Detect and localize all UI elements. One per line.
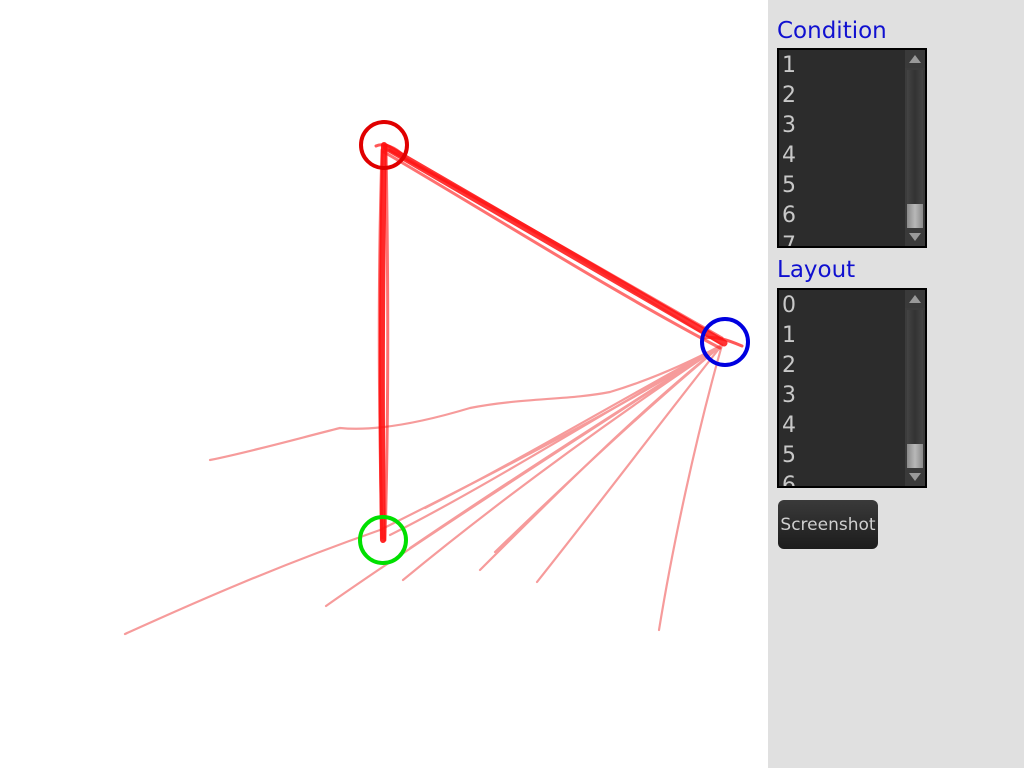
trajectory-path: [423, 343, 724, 510]
layout-list-item[interactable]: 0: [782, 293, 796, 318]
layout-scroll-track[interactable]: [907, 310, 923, 466]
trajectory-bundle: [377, 148, 384, 540]
trajectory-bundle: [388, 148, 724, 340]
condition-list-item[interactable]: 1: [782, 53, 796, 78]
condition-heading: Condition: [777, 18, 887, 44]
triangle-up-icon: [909, 295, 921, 303]
trajectory-bundle: [702, 336, 744, 348]
condition-scroll-track[interactable]: [907, 70, 923, 226]
layout-listbox[interactable]: 0 1 2 3 4 5 6: [777, 288, 927, 488]
trajectory-path: [208, 343, 724, 462]
trajectory-plot: [123, 120, 750, 636]
condition-list-item[interactable]: 4: [782, 143, 796, 168]
condition-list-items: 1 2 3 4 5 6 7: [779, 50, 907, 246]
layout-list-item[interactable]: 3: [782, 383, 796, 408]
trajectory-canvas: [123, 120, 750, 636]
layout-list-item[interactable]: 4: [782, 413, 796, 438]
condition-list-item[interactable]: 3: [782, 113, 796, 138]
condition-list-item[interactable]: 7: [782, 233, 796, 246]
condition-listbox[interactable]: 1 2 3 4 5 6 7: [777, 48, 927, 248]
condition-list-item[interactable]: 6: [782, 203, 796, 228]
faint-trajectories: [123, 146, 724, 636]
side-panel: Condition 1 2 3 4 5 6 7 Layout 0 1 2: [768, 0, 1024, 768]
triangle-up-icon: [909, 55, 921, 63]
green-target-marker: [358, 515, 408, 565]
condition-scroll-thumb[interactable]: [907, 204, 923, 228]
condition-scroll-up-button[interactable]: [905, 50, 925, 68]
trajectory-bundle: [378, 142, 387, 543]
trajectory-path: [478, 343, 724, 572]
layout-scroll-thumb[interactable]: [907, 444, 923, 468]
layout-list-item[interactable]: 2: [782, 353, 796, 378]
condition-list-item[interactable]: 5: [782, 173, 796, 198]
layout-heading: Layout: [777, 257, 856, 283]
trajectory-path: [535, 343, 724, 584]
condition-list-item[interactable]: 2: [782, 83, 796, 108]
trajectory-path: [401, 343, 724, 582]
condition-scrollbar[interactable]: [905, 50, 925, 246]
trajectory-bundle: [374, 143, 406, 158]
layout-list-items: 0 1 2 3 4 5 6: [779, 290, 907, 486]
trajectory-bundle: [383, 143, 390, 542]
trajectory-path: [123, 343, 724, 636]
blue-target-marker: [700, 317, 750, 367]
layout-scrollbar[interactable]: [905, 290, 925, 486]
layout-scroll-down-button[interactable]: [905, 468, 925, 486]
dense-trajectories: [374, 142, 744, 543]
layout-list-item[interactable]: 6: [782, 473, 796, 486]
triangle-down-icon: [909, 233, 921, 241]
red-target-marker: [359, 120, 409, 170]
layout-scroll-up-button[interactable]: [905, 290, 925, 308]
trajectory-path: [493, 343, 724, 554]
triangle-down-icon: [909, 473, 921, 481]
trajectory-path: [388, 343, 724, 537]
trajectory-path: [408, 343, 724, 550]
trajectory-bundle: [382, 150, 722, 350]
layout-list-item[interactable]: 1: [782, 323, 796, 348]
trajectory-path: [657, 343, 724, 632]
condition-scroll-down-button[interactable]: [905, 228, 925, 246]
screenshot-button[interactable]: Screenshot: [778, 500, 878, 549]
layout-list-item[interactable]: 5: [782, 443, 796, 468]
